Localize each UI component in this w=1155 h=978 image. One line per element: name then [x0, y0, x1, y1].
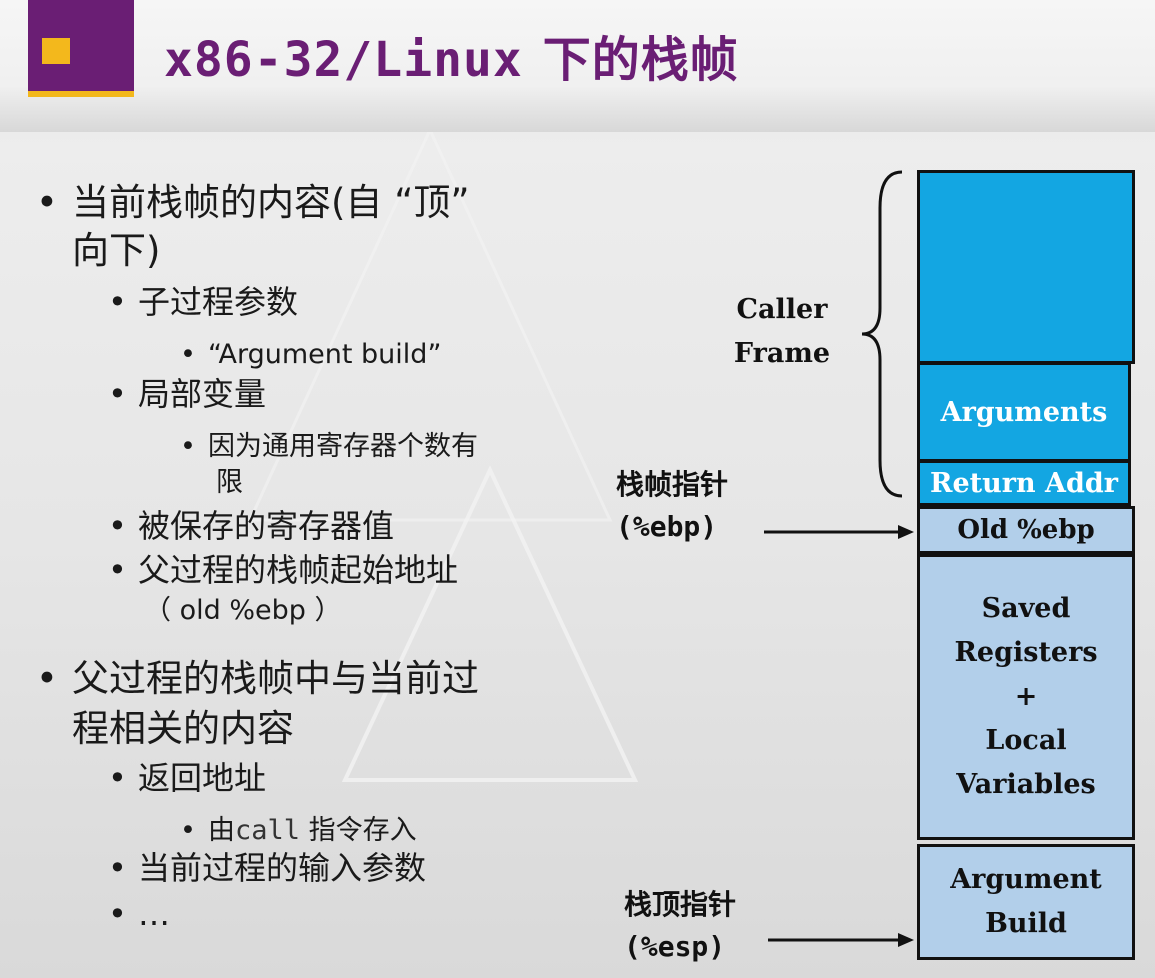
bullet-2-sub-3: •…: [108, 895, 170, 933]
bullet-2-sub-2: •当前过程的输入参数: [108, 849, 427, 887]
bullet-1-sub-4: •父过程的栈帧起始地址: [108, 551, 459, 589]
bullet-2-sub-1: •返回地址: [108, 759, 267, 797]
title-bullet-square: [42, 38, 70, 64]
return-addr-block: Return Addr: [917, 460, 1131, 506]
bullet-1-sub-2: •局部变量: [108, 375, 267, 413]
arguments-block: Arguments: [917, 362, 1131, 462]
bullet-2-cont: 程相关的内容: [72, 707, 294, 750]
old-ebp-block: Old %ebp: [917, 506, 1135, 554]
esp-arrow: [768, 933, 914, 947]
bullet-2: •父过程的栈帧中与当前过: [36, 657, 479, 700]
slide-title: x86-32/Linux 下的栈帧: [164, 20, 739, 90]
title-accent-underline: [28, 91, 134, 97]
esp-pointer-label: 栈顶指针 (%esp): [624, 888, 737, 963]
bullet-1-sub-2-detail-cont: 限: [216, 467, 243, 498]
bullet-1-sub-3: •被保存的寄存器值: [108, 507, 395, 545]
ebp-arrow: [764, 525, 914, 539]
bullet-1-cont: 向下): [72, 229, 161, 272]
ebp-pointer-label: 栈帧指针 (%ebp): [616, 468, 729, 543]
bullet-1-sub-1-detail: •“Argument build”: [180, 339, 442, 370]
caller-frame-label: Caller Frame: [733, 294, 831, 369]
slide-header: x86-32/Linux 下的栈帧: [0, 0, 1155, 132]
caller-frame-brace: [861, 170, 903, 498]
title-mono: x86-32/Linux: [164, 32, 523, 88]
caller-frame-upper-block: [917, 170, 1135, 364]
bullet-2-sub-1-detail: •由call 指令存入: [180, 815, 417, 846]
saved-registers-locals-block: Saved Registers + Local Variables: [917, 554, 1135, 840]
argument-build-block: Argument Build: [917, 844, 1135, 960]
bullet-1: •当前栈帧的内容(自 “顶”: [36, 181, 470, 224]
title-cjk: 下的栈帧: [542, 32, 739, 88]
bullet-1-sub-2-detail: •因为通用寄存器个数有: [180, 431, 478, 462]
bullet-1-sub-1: •子过程参数: [108, 283, 299, 321]
bullet-1-sub-4-cont: （ old %ebp ）: [144, 595, 342, 626]
